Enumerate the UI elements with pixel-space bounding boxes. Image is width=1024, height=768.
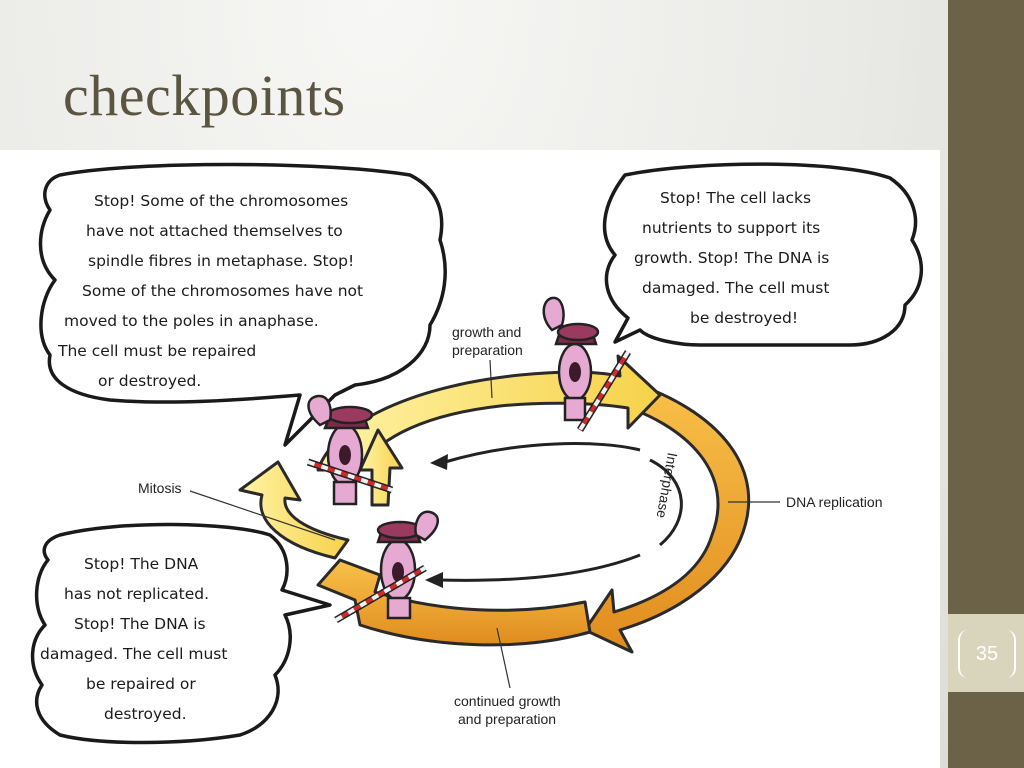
bubble-top-left-line-6: The cell must be repaired [57,342,256,360]
interphase-arrowhead-top [430,454,448,470]
bubble-top-left-line-3: spindle fibres in metaphase. Stop! [88,252,354,270]
bubble-top-left-text: Stop! Some of the chromosomes have not a… [57,192,363,390]
guard-figure-top-right-icon [542,296,600,422]
bubble-top-right-text: Stop! The cell lacks nutrients to suppor… [634,189,829,327]
barrier-gate-bottom-icon [334,564,427,624]
cell-cycle-diagram: Stop! Some of the chromosomes have not a… [30,162,924,745]
label-continued-line-2: and preparation [458,711,556,727]
bubble-top-right-line-2: nutrients to support its [642,219,820,237]
mitosis-leader [189,490,336,541]
bubble-top-left-line-4: Some of the chromosomes have not [82,282,363,300]
bubble-bottom-left-text: Stop! The DNA has not replicated. Stop! … [40,555,227,723]
bubble-top-left-line-1: Stop! Some of the chromosomes [94,192,348,210]
continued-growth-arrow-icon [316,558,592,647]
label-growth-prep-line-1: growth and [452,324,521,340]
label-mitosis: Mitosis [138,480,182,496]
bubble-top-left-line-2: have not attached themselves to [86,222,343,240]
speech-bubble-bottom-left-icon [30,522,332,745]
page-number-band [948,614,1024,692]
barrier-gate-left-icon [306,458,394,494]
bubble-bottom-left-line-5: be repaired or [86,675,196,693]
label-dna-replication: DNA replication [786,494,883,510]
growth-prep-leader [489,359,493,399]
guard-figure-bottom-icon [376,510,439,620]
bubble-top-right-line-4: damaged. The cell must [642,279,829,297]
bubble-top-left-line-7: or destroyed. [98,372,201,390]
bubble-bottom-left-line-6: destroyed. [104,705,187,723]
interphase-curve-bottom [439,553,641,582]
label-continued-line-1: continued growth [454,693,561,709]
interphase-curve-top [444,442,641,464]
label-growth-prep-line-2: preparation [452,342,523,358]
bubble-bottom-left-line-1: Stop! The DNA [84,555,199,573]
bubble-top-right-line-1: Stop! The cell lacks [660,189,811,207]
bubble-top-right-line-3: growth. Stop! The DNA is [634,249,829,267]
bubble-top-left-line-5: moved to the poles in anaphase. [64,312,319,330]
interphase-arrowhead-bottom [425,572,443,588]
interphase-curve-right [649,458,683,547]
speech-bubble-top-right-icon [602,162,924,347]
guard-figure-left-icon [307,394,374,506]
page-number: 35 [975,642,999,665]
bubble-bottom-left-line-3: Stop! The DNA is [74,615,206,633]
mitosis-arrow-icon [238,460,350,560]
bubble-top-right-line-5: be destroyed! [690,309,798,327]
bubble-bottom-left-line-4: damaged. The cell must [40,645,227,663]
continued-growth-leader [496,627,511,689]
page-number-box: 35 [958,630,1016,678]
speech-bubble-top-left-icon [38,162,447,447]
dna-replication-arrow-icon [583,378,751,654]
bubble-bottom-left-line-2: has not replicated. [64,585,209,603]
slide-title: checkpoints [63,63,346,128]
barrier-gate-top-right-icon [577,350,631,432]
